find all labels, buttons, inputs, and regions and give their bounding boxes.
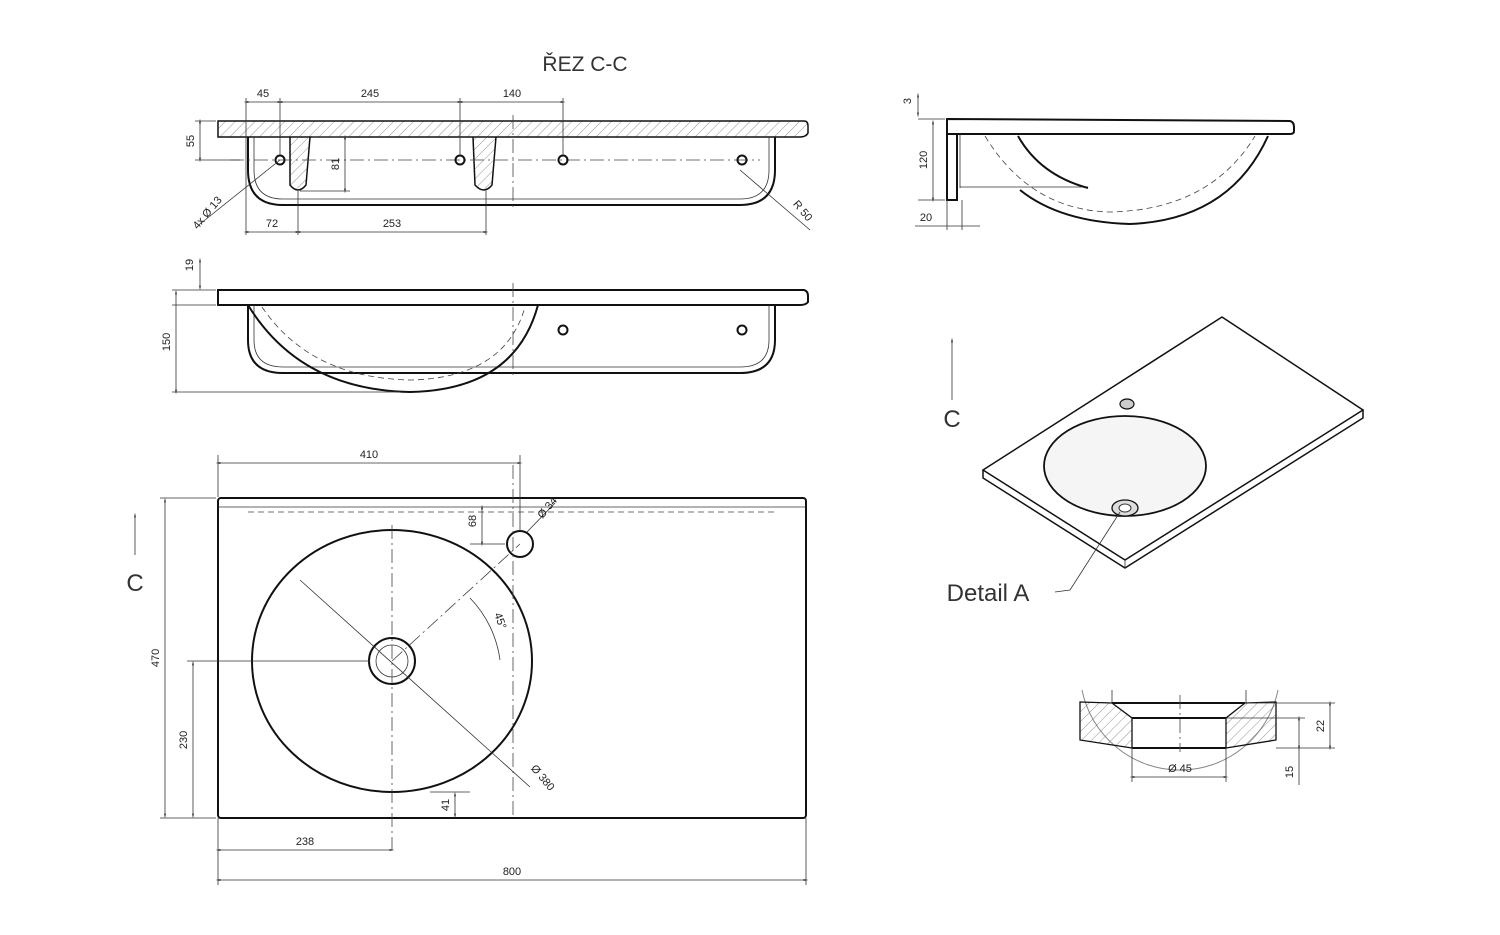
- dim-410: 410: [360, 449, 378, 461]
- dim-238: 238: [296, 836, 314, 848]
- dim-55: 55: [185, 135, 197, 147]
- dim-3: 3: [902, 98, 914, 104]
- dim-41: 41: [440, 799, 452, 811]
- dim-detail-45: Ø 45: [1168, 763, 1192, 775]
- dim-800: 800: [503, 866, 521, 878]
- section-marker-c-iso: C: [943, 406, 960, 433]
- section-marker-c: C: [126, 570, 143, 597]
- dim-68: 68: [467, 515, 479, 527]
- dim-245: 245: [361, 88, 379, 100]
- top-view: 410 68 Ø 34 45° Ø 380 470 230 41 238 800…: [126, 449, 809, 885]
- detail-view: Ø 45 22 15: [1079, 689, 1335, 785]
- dim-150: 150: [161, 333, 173, 351]
- dim-45: 45: [257, 88, 269, 100]
- dim-19: 19: [184, 259, 196, 271]
- dim-470: 470: [150, 649, 162, 667]
- section-view: ŘEZ C-C 45 245 140 55 81 4x Ø 13: [185, 53, 814, 235]
- iso-view: Detail A C: [943, 316, 1365, 607]
- detail-a-label: Detail A: [947, 580, 1030, 607]
- dim-230: 230: [178, 731, 190, 749]
- dim-140: 140: [503, 88, 521, 100]
- front-view: 19 150: [161, 257, 809, 395]
- dim-120: 120: [918, 151, 930, 169]
- dim-72: 72: [266, 218, 278, 230]
- dim-22: 22: [1315, 720, 1327, 732]
- dim-253: 253: [383, 218, 401, 230]
- side-view: 3 120 20: [902, 92, 1295, 230]
- dim-20: 20: [920, 212, 932, 224]
- section-title: ŘEZ C-C: [542, 53, 627, 76]
- dim-81: 81: [330, 158, 342, 170]
- dim-15: 15: [1284, 766, 1296, 778]
- dim-angle: 45°: [491, 611, 508, 631]
